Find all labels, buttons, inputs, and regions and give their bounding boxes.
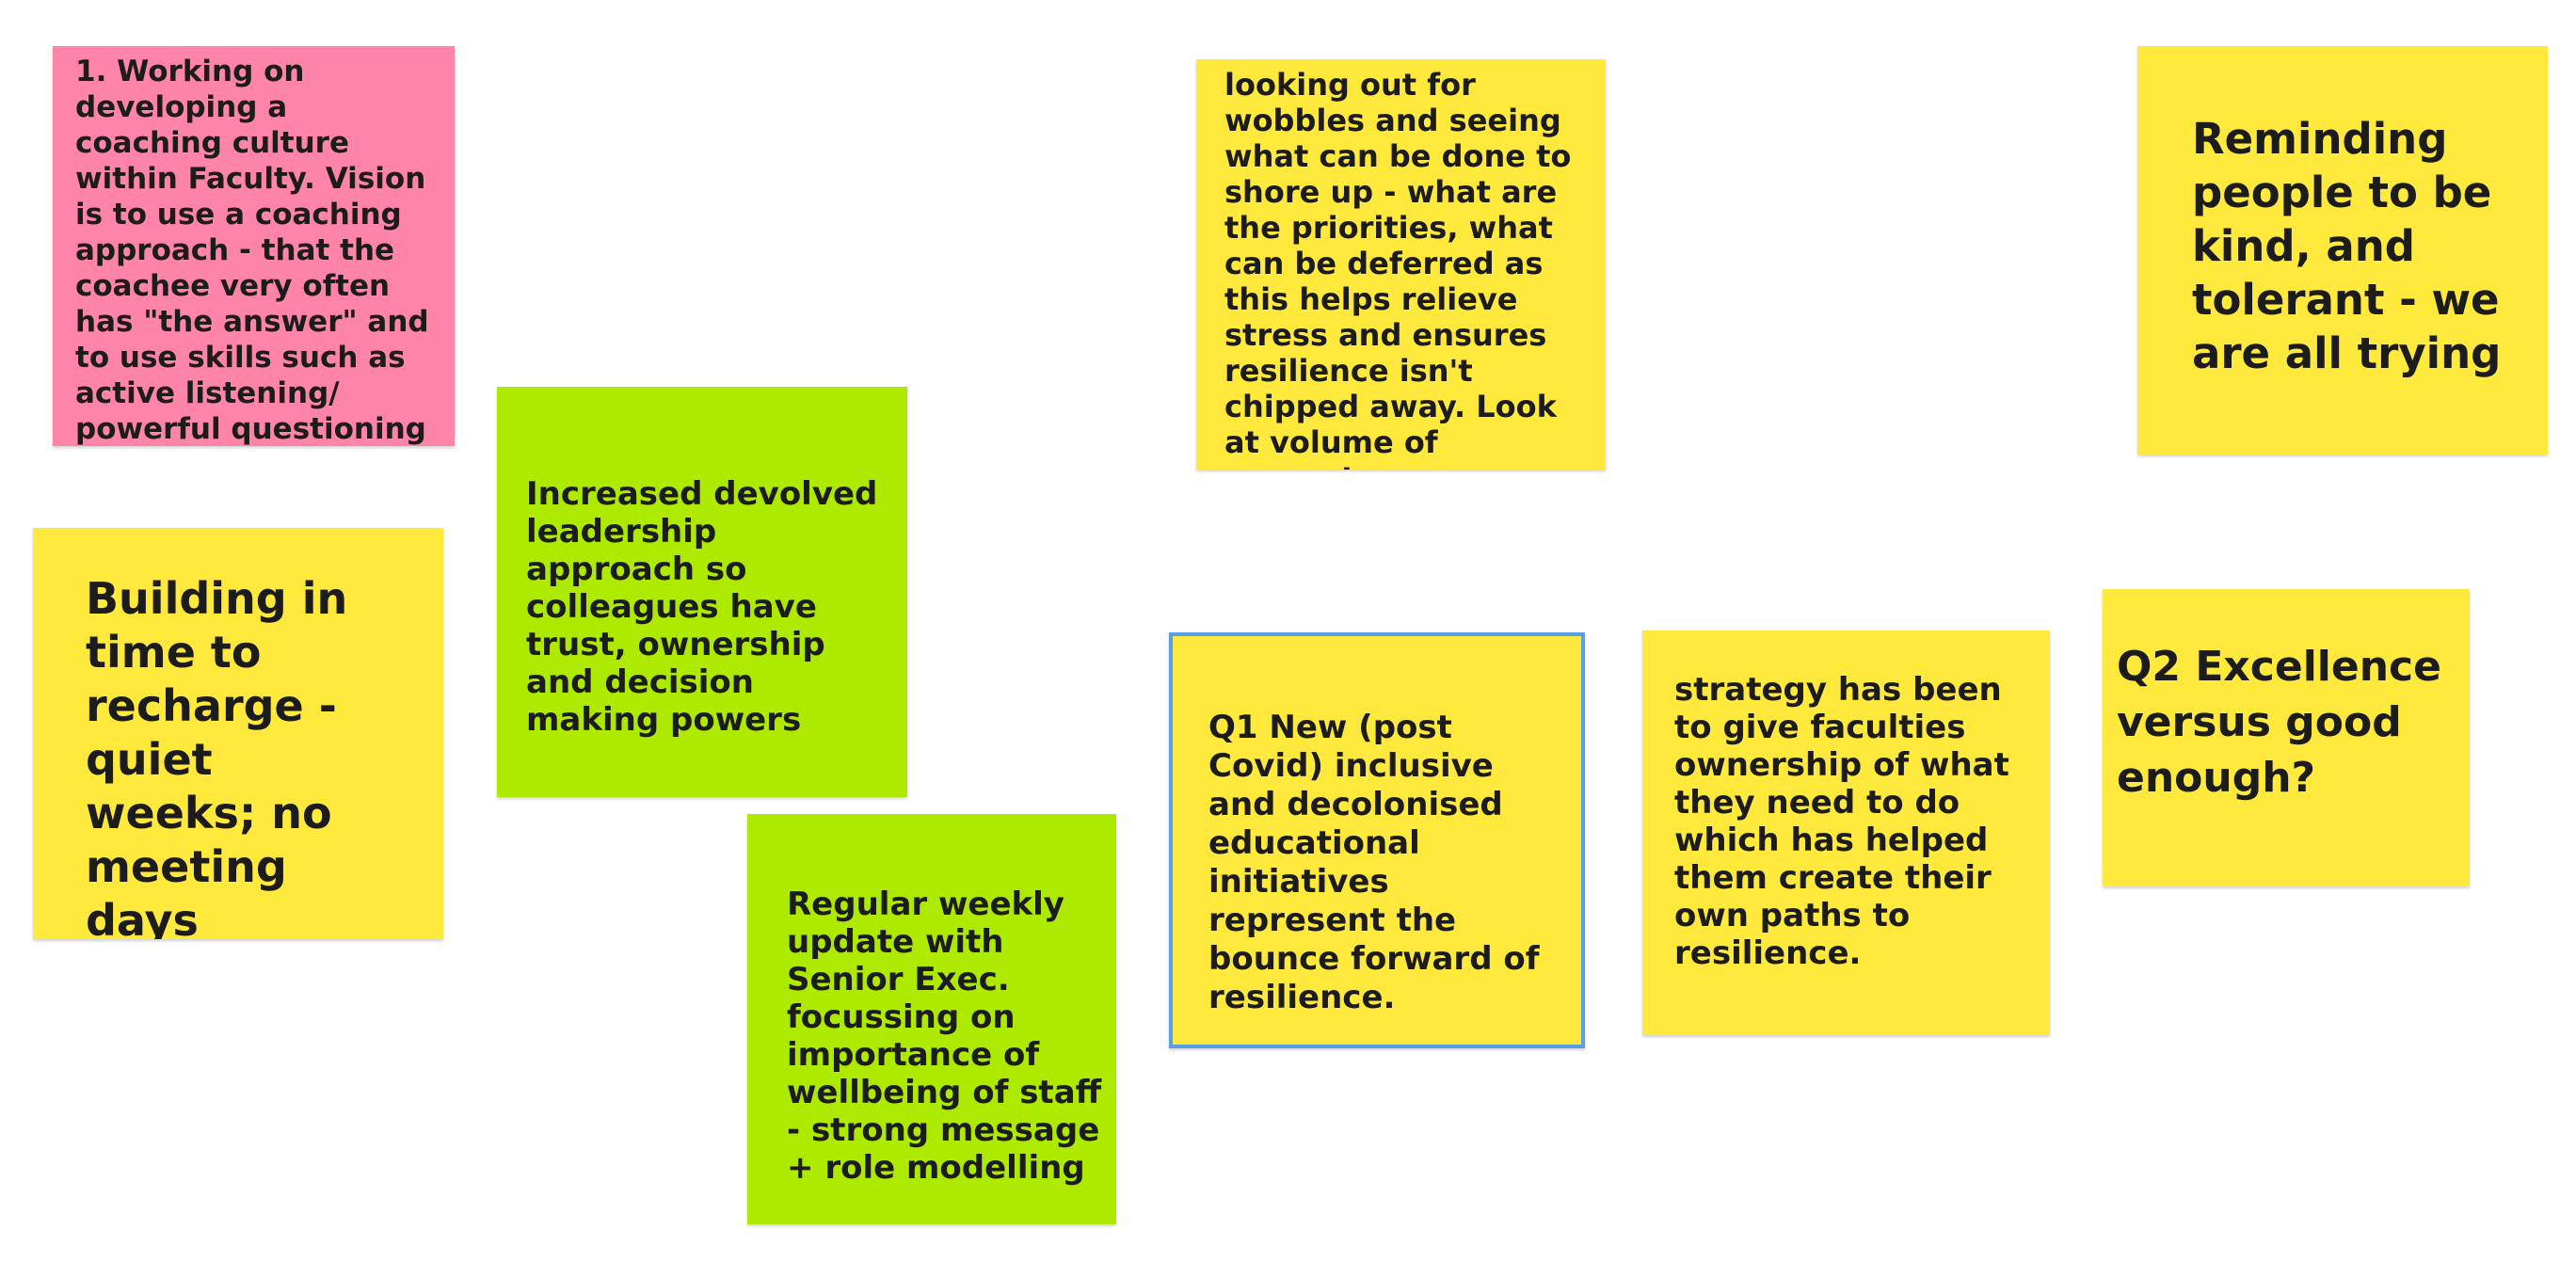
sticky-note-text: Q2 Excellence versus good enough? bbox=[2117, 643, 2441, 802]
sticky-note-coaching-culture[interactable]: 1. Working on developing a coaching cult… bbox=[53, 46, 455, 446]
sticky-note-looking-out-for-wobbles[interactable]: looking out for wobbles and seeing what … bbox=[1196, 59, 1606, 470]
sticky-note-text: Reminding people to be kind, and toleran… bbox=[2192, 114, 2502, 378]
sticky-note-text: looking out for wobbles and seeing what … bbox=[1224, 67, 1572, 470]
sticky-note-q1-initiatives[interactable]: Q1 New (post Covid) inclusive and decolo… bbox=[1169, 632, 1585, 1048]
sticky-note-recharge-time[interactable]: Building in time to recharge - quiet wee… bbox=[33, 528, 443, 939]
sticky-note-text: Regular weekly update with Senior Exec. … bbox=[787, 886, 1102, 1187]
sticky-note-devolved-leadership[interactable]: Increased devolved leadership approach s… bbox=[497, 387, 907, 797]
sticky-note-weekly-update[interactable]: Regular weekly update with Senior Exec. … bbox=[747, 814, 1116, 1224]
sticky-note-text: Q1 New (post Covid) inclusive and decolo… bbox=[1208, 709, 1540, 1016]
sticky-note-text: strategy has been to give faculties owne… bbox=[1674, 671, 2009, 972]
sticky-note-text: Building in time to recharge - quiet wee… bbox=[86, 573, 348, 939]
sticky-note-reminding-kindness[interactable]: Reminding people to be kind, and toleran… bbox=[2137, 46, 2548, 455]
sticky-note-text: 1. Working on developing a coaching cult… bbox=[75, 55, 429, 446]
sticky-note-q2-excellence[interactable]: Q2 Excellence versus good enough? bbox=[2103, 589, 2470, 886]
sticky-note-text: Increased devolved leadership approach s… bbox=[526, 475, 878, 739]
sticky-note-faculty-ownership-strategy[interactable]: strategy has been to give faculties owne… bbox=[1642, 630, 2050, 1035]
